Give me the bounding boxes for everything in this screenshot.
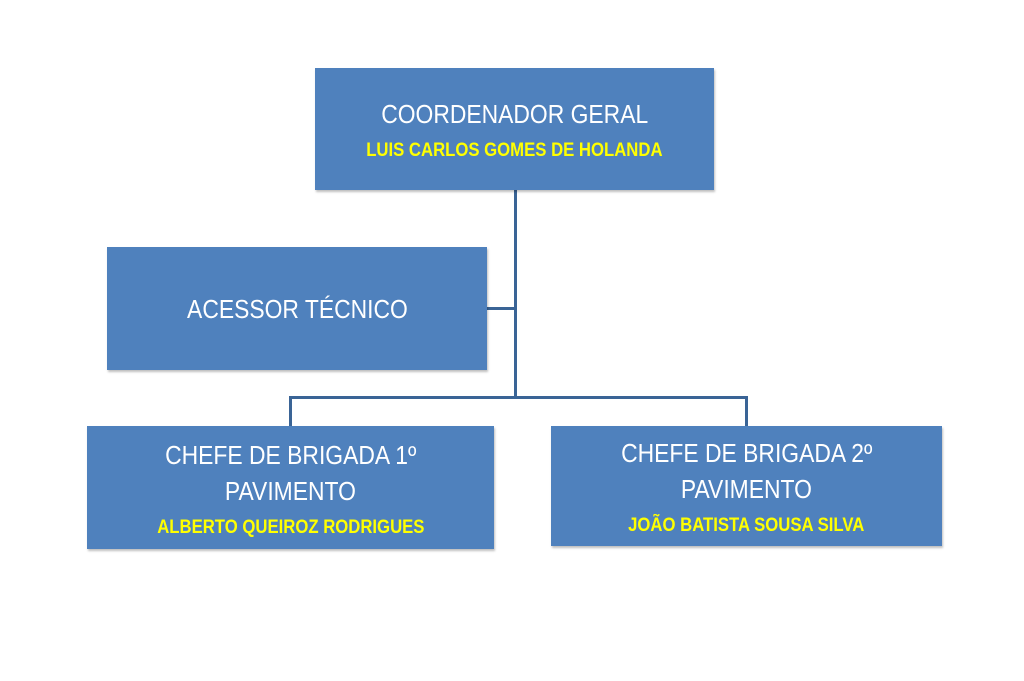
node-coordinator: COORDENADOR GERAL LUIS CARLOS GOMES DE H… (315, 68, 714, 190)
node-chief-floor-1: CHEFE DE BRIGADA 1º PAVIMENTO ALBERTO QU… (87, 426, 494, 549)
node-title-line2: PAVIMENTO (225, 475, 356, 506)
node-chief-floor-2: CHEFE DE BRIGADA 2º PAVIMENTO JOÃO BATIS… (551, 426, 942, 546)
connector-chief2 (745, 396, 748, 426)
node-person-name: JOÃO BATISTA SOUSA SILVA (628, 515, 865, 536)
node-title-line1: CHEFE DE BRIGADA 2º (620, 438, 873, 468)
node-title: COORDENADOR GERAL (381, 99, 648, 129)
connector-chief1 (289, 396, 292, 426)
node-title-line1: CHEFE DE BRIGADA 1º (164, 439, 417, 470)
node-title: ACESSOR TÉCNICO (186, 293, 408, 324)
node-person-name: ALBERTO QUEIROZ RODRIGUES (156, 516, 425, 538)
connector-assessor (487, 307, 516, 310)
node-title-line2: PAVIMENTO (681, 474, 812, 504)
node-person-name: LUIS CARLOS GOMES DE HOLANDA (366, 140, 663, 161)
connector-trunk (514, 190, 517, 399)
connector-horizontal (289, 396, 748, 399)
node-assessor: ACESSOR TÉCNICO (107, 247, 487, 370)
